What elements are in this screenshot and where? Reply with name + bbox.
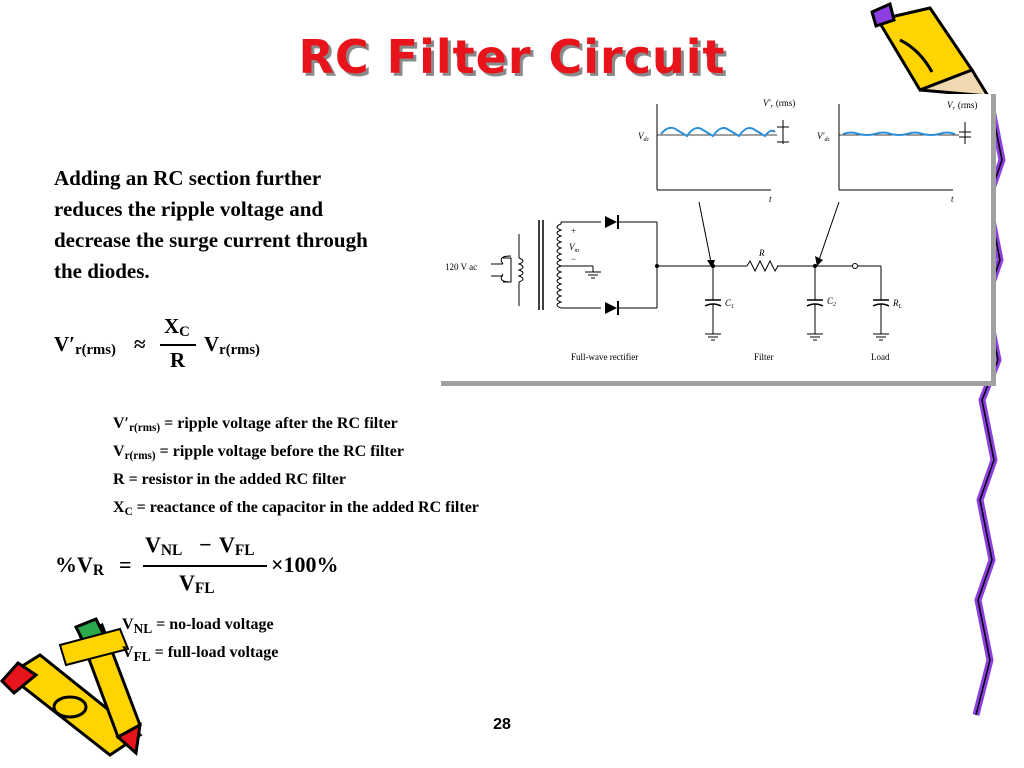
vm-label: Vm (569, 242, 580, 254)
definition-item: Vr(rms) = ripple voltage before the RC f… (113, 443, 404, 462)
junction-dot (655, 264, 659, 268)
formula-rhs: Vr(rms) (204, 332, 260, 358)
pencil-top-icon (870, 1, 991, 98)
intro-paragraph: Adding an RC section further reduces the… (54, 166, 368, 283)
rc-filter-circuit-figure: Vdc V′r(rms) t V′dc Vr(rms) t 120 V ac (441, 94, 996, 386)
fraction-bar (160, 344, 196, 346)
page-number: 28 (493, 716, 511, 733)
resistor-icon (746, 259, 779, 273)
definition-item: XC = reactance of the capacitor in the a… (113, 499, 479, 518)
graph2-vdc-label: V′dc (817, 131, 830, 143)
rl-label: RL (892, 298, 903, 310)
graph1-vdc-label: Vdc (638, 131, 650, 143)
section-filter-label: Filter (754, 352, 774, 362)
source-label: 120 V ac (445, 262, 477, 272)
definitions-list-2: VNL = no-load voltage VFL = full-load vo… (122, 613, 278, 669)
arrowhead-2 (815, 256, 823, 266)
figure-background (441, 94, 991, 381)
plus-label: + (571, 226, 576, 236)
definition-item: VFL = full-load voltage (122, 644, 279, 665)
ripple-wave-before (660, 126, 776, 138)
regulation-denominator: VFL (179, 570, 215, 597)
graph1-time-label: t (769, 194, 772, 204)
definition-item: VNL = no-load voltage (122, 616, 274, 637)
pencil-decoration-left (0, 617, 143, 757)
ripple-graph-before (656, 104, 789, 191)
regulation-numerator-b: VFL (219, 532, 255, 559)
c2-label: C2 (827, 296, 836, 308)
definitions-list: V′r(rms) = ripple voltage after the RC f… (113, 412, 479, 524)
regulation-lhs: %VR (55, 552, 105, 579)
regulation-numerator-a: VNL (145, 532, 183, 559)
resistor-label: R (758, 248, 765, 258)
section-load-label: Load (871, 352, 890, 362)
junction-dot (711, 264, 715, 268)
c1-label: C1 (725, 298, 734, 310)
regulation-times: ×100% (271, 552, 339, 577)
graph2-ripple-label: Vr(rms) (947, 100, 977, 112)
arrowhead-1 (707, 260, 715, 268)
graph1-ripple-label: V′r(rms) (763, 98, 795, 110)
formula-approx: ≈ (134, 332, 146, 356)
junction-dot (813, 264, 817, 268)
diode-bottom-icon (605, 301, 657, 315)
minus-label: − (571, 254, 576, 264)
regulation-equals: = (119, 552, 132, 577)
pointer-arrow-1 (698, 201, 712, 263)
pencil-bottom-icon (0, 653, 143, 757)
definition-item: V′r(rms) = ripple voltage after the RC f… (113, 415, 398, 434)
formula-denominator: R (170, 348, 186, 372)
regulation-fraction-bar (143, 565, 267, 567)
ripple-wave-after (842, 131, 956, 136)
definition-item: R = resistor in the added RC filter (113, 471, 346, 488)
regulation-minus: − (199, 532, 212, 557)
transformer-icon (491, 220, 601, 310)
graph2-time-label: t (951, 194, 954, 204)
pointer-arrow-2 (818, 201, 840, 261)
section-rectifier-label: Full-wave rectifier (571, 352, 638, 362)
diode-top-icon (605, 215, 657, 229)
formula-numerator: XC (164, 314, 190, 340)
slide-title: RC Filter Circuit (298, 30, 726, 84)
pencil-small-icon (58, 627, 130, 667)
formula-lhs: V′r(rms) (54, 332, 116, 358)
